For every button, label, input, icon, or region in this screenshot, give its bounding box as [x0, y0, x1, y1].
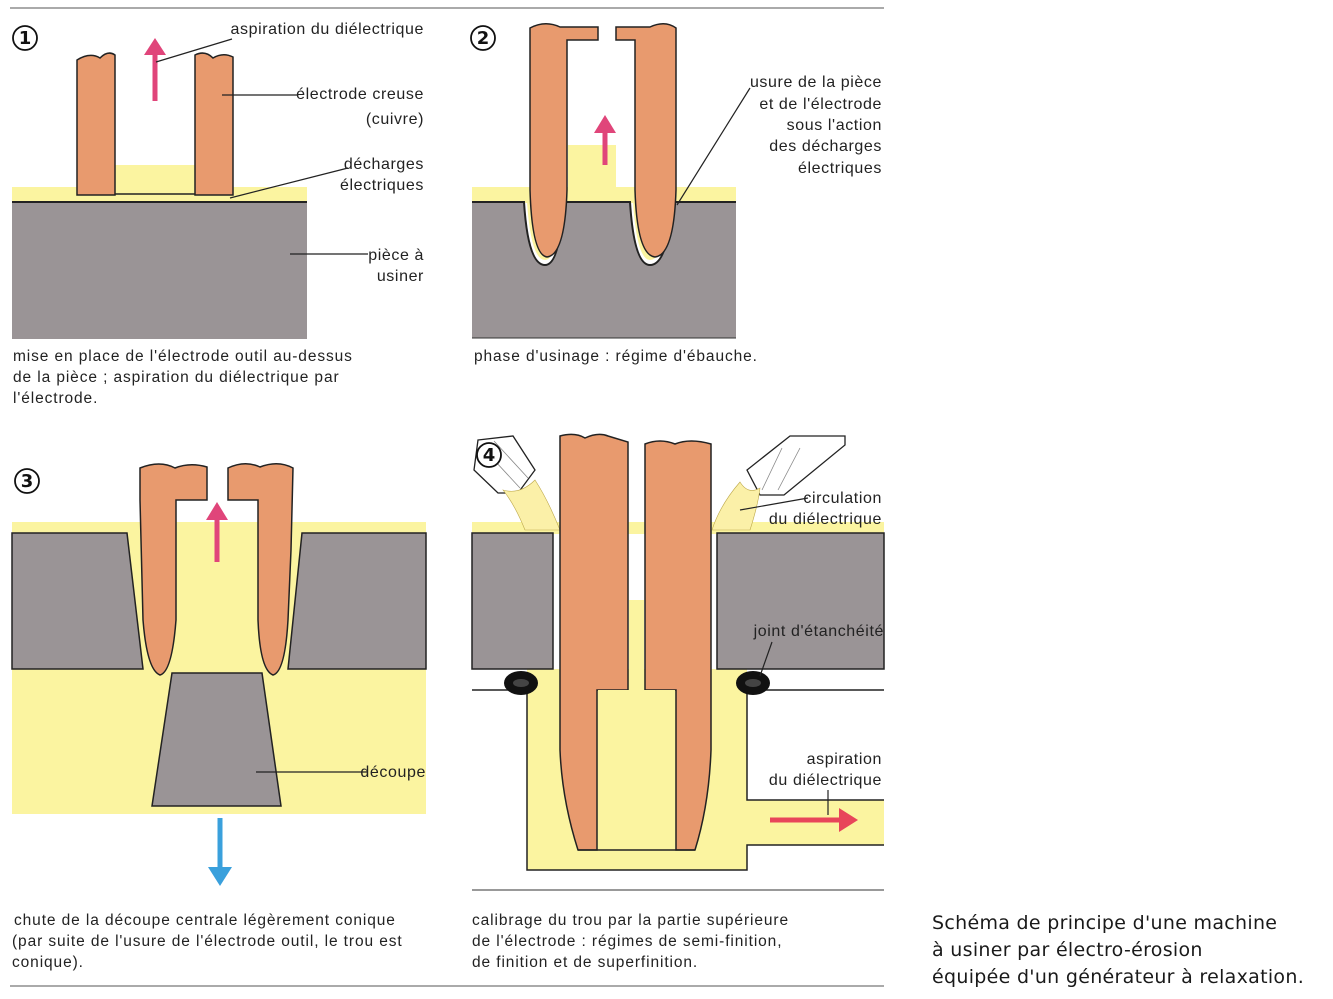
panel1-caption-line-1: mise en place de l'électrode outil au-de…	[13, 348, 353, 365]
panel2-dielectric-inside	[568, 145, 616, 205]
panel2-number-circle	[470, 25, 496, 51]
panel2-caption-line-1: phase d'usinage : régime d'ébauche.	[474, 348, 758, 365]
panel4-jet-right	[711, 481, 761, 531]
panel1-electrode-right-wall	[194, 52, 234, 196]
panel1-number-circle	[12, 25, 38, 51]
panel1-label-electrode-2: (cuivre)	[366, 111, 424, 128]
panel4-caption-line-2: de l'électrode : régimes de semi-finitio…	[472, 933, 782, 950]
panel3-cutout-slug	[151, 672, 282, 807]
panel3-caption-line-1: chute de la découpe centrale légèrement …	[14, 912, 396, 929]
panel2-label-wear-3: sous l'action	[787, 117, 882, 134]
panel2-workpiece	[472, 202, 736, 338]
panel1-label-discharges-2: électriques	[340, 177, 424, 194]
panel4-workpiece-right	[716, 532, 885, 670]
panel4-label-circulation-1: circulation	[803, 490, 882, 507]
panel3-electrode-right	[227, 463, 294, 676]
panel2-label-wear-4: des décharges	[769, 138, 882, 155]
panel1-dielectric-inside	[114, 165, 195, 195]
panel3-number: 3	[21, 471, 34, 492]
panel4-workpiece-left	[471, 532, 554, 670]
panel1-workpiece	[12, 202, 307, 339]
panel1-electrode-left-wall	[76, 52, 116, 196]
figure-title-line-2: à usiner par électro-érosion	[932, 939, 1203, 961]
panel3-caption-line-2: (par suite de l'usure de l'électrode out…	[12, 933, 403, 950]
panel3-label-cutout: découpe	[360, 764, 426, 781]
figure-title: Schéma de principe d'une machine à usine…	[932, 910, 1332, 991]
panel4-caption-line-3: de finition et de superfinition.	[472, 954, 698, 971]
panel-2: 2 usure de la pièce et de l'électrode so…	[470, 23, 882, 365]
panel1-label-piece-1: pièce à	[368, 247, 424, 264]
panel1-label-discharges-1: décharges	[344, 156, 424, 173]
panel2-label-wear-2: et de l'électrode	[759, 96, 882, 113]
panel2-number: 2	[477, 28, 490, 49]
panel1-label-piece-2: usiner	[377, 268, 424, 285]
panel1-label-aspiration: aspiration du diélectrique	[231, 21, 425, 38]
panel4-electrode-right	[644, 440, 712, 851]
panel3-number-circle	[14, 468, 40, 494]
panel3-workpiece-right	[287, 532, 427, 670]
panel-3: 3 découpe chute de la découpe centrale l…	[11, 463, 427, 971]
panel2-electrode-left	[529, 23, 599, 258]
panel-1: 1 aspiration du diélectrique électrode c…	[12, 21, 425, 407]
panel3-electrode-left	[139, 463, 208, 676]
panel4-label-aspiration-2: du diélectrique	[769, 772, 882, 789]
panel2-label-wear-1: usure de la pièce	[750, 74, 882, 91]
panel4-caption-line-1: calibrage du trou par la partie supérieu…	[472, 912, 789, 929]
panel4-label-seal: joint d'étanchéité	[753, 623, 884, 640]
figure-title-line-1: Schéma de principe d'une machine	[932, 912, 1278, 934]
panel2-electrode-right	[615, 23, 677, 258]
panel4-label-circulation-2: du diélectrique	[769, 511, 882, 528]
panel2-label-wear-5: électriques	[798, 160, 882, 177]
panel1-label-electrode-1: électrode creuse	[296, 86, 424, 103]
panel3-caption-line-3: conique).	[12, 954, 84, 971]
panel1-number: 1	[19, 28, 32, 49]
figure-title-line-3: équipée d'un générateur à relaxation.	[932, 966, 1305, 988]
panel-4: 4 circulation du diélectrique joint d'ét…	[471, 433, 885, 971]
panel4-number-circle	[476, 442, 502, 468]
panel4-label-aspiration-1: aspiration	[807, 751, 882, 768]
panel1-caption-line-2: de la pièce ; aspiration du diélectrique…	[13, 369, 340, 386]
panel4-nozzle-right	[746, 435, 846, 496]
panel4-number: 4	[483, 445, 496, 466]
panel4-jet-left	[502, 479, 561, 531]
panel4-electrode-left	[559, 433, 629, 851]
panel3-workpiece-left	[11, 532, 144, 670]
panel1-caption-line-3: l'électrode.	[13, 390, 98, 407]
